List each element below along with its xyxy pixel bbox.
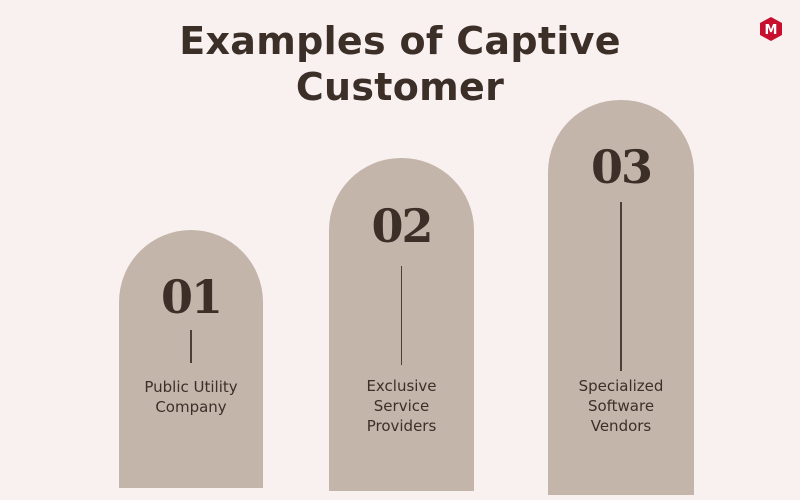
example-card-1: 01 Public Utility Company <box>119 230 263 488</box>
step-label-line: Company <box>155 398 227 416</box>
logo-letter: M <box>765 23 778 38</box>
step-label: Public Utility Company <box>119 377 263 417</box>
step-number: 02 <box>371 199 433 253</box>
step-label-line: Exclusive <box>366 377 437 395</box>
step-label-line: Specialized <box>578 377 664 395</box>
title-line-2: Customer <box>295 65 505 109</box>
connector-line <box>400 266 402 365</box>
step-label: Specialized Software Vendors <box>548 376 694 436</box>
brand-logo-icon: M <box>760 17 782 41</box>
connector-line <box>620 202 622 371</box>
step-label-line: Public Utility <box>144 378 238 396</box>
page-title: Examples of Captive Customer <box>0 18 800 110</box>
step-label-line: Software <box>587 397 655 415</box>
step-label-line: Providers <box>366 417 437 435</box>
step-number: 01 <box>160 270 223 324</box>
connector-line <box>190 330 192 363</box>
example-card-3: 03 Specialized Software Vendors <box>548 100 694 495</box>
step-label-line: Service <box>373 397 430 415</box>
step-label: Exclusive Service Providers <box>329 376 474 436</box>
example-card-2: 02 Exclusive Service Providers <box>329 158 474 491</box>
title-line-1: Examples of Captive <box>179 19 621 63</box>
step-label-line: Vendors <box>590 417 652 435</box>
step-number: 03 <box>590 140 653 194</box>
